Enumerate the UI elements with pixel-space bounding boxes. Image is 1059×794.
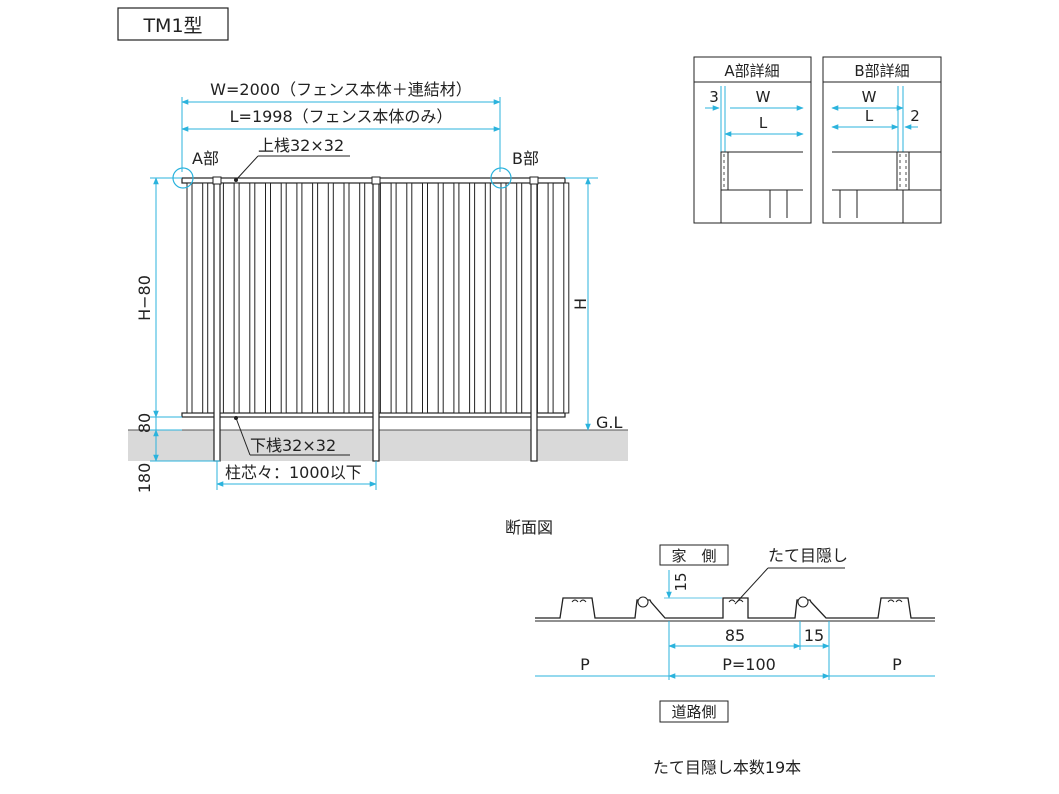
bottom-rail-callout: 下桟32×32 bbox=[234, 416, 350, 456]
top-rail-callout: 上桟32×32 bbox=[234, 136, 350, 182]
ground-level-label: G.L bbox=[596, 413, 622, 432]
louver-bar bbox=[390, 182, 397, 414]
louver-bar bbox=[453, 182, 460, 414]
section-title: 断面図 bbox=[505, 518, 553, 537]
gap-label: 80 bbox=[135, 413, 154, 433]
house-side-label: 家 側 bbox=[671, 547, 716, 565]
louver-bar bbox=[500, 182, 507, 414]
louver-bar bbox=[249, 182, 256, 414]
height-dimension: H G.L bbox=[565, 177, 622, 432]
detail-b-gap: 2 bbox=[910, 107, 920, 125]
louver-bar bbox=[516, 182, 523, 414]
detail-b-title: B部詳細 bbox=[854, 62, 909, 80]
pitch-center: P=100 bbox=[722, 655, 776, 674]
bottom-rail-label: 下桟32×32 bbox=[250, 436, 336, 455]
detail-b-panel: B部詳細 W L 2 bbox=[822, 56, 942, 224]
post-pitch-dimension: 柱芯々：1000以下 bbox=[216, 461, 377, 490]
louver-bar bbox=[469, 182, 476, 414]
top-rail-label: 上桟32×32 bbox=[258, 136, 344, 155]
embed-label: 180 bbox=[135, 463, 154, 494]
louver-bar bbox=[343, 182, 350, 414]
louver-bar bbox=[563, 182, 570, 414]
detail-b-marker-label: B部 bbox=[512, 149, 539, 168]
louver-bar bbox=[484, 182, 491, 414]
louver-bars bbox=[186, 182, 570, 414]
width-dimension: W=2000（フェンス本体＋連結材） bbox=[181, 80, 501, 172]
height-minus-label: H−80 bbox=[135, 275, 154, 321]
post-3 bbox=[530, 177, 538, 462]
louver-bar bbox=[359, 182, 366, 414]
detail-a-title: A部詳細 bbox=[724, 62, 779, 80]
title-box: TM1型 bbox=[117, 7, 229, 41]
left-dimensions: H−80 80 180 bbox=[135, 177, 220, 494]
pitch-left: P bbox=[580, 655, 590, 674]
louver-bar bbox=[312, 182, 319, 414]
post-pitch-label: 柱芯々：1000以下 bbox=[225, 463, 362, 482]
pitch-right: P bbox=[892, 655, 902, 674]
louver-bar bbox=[296, 182, 303, 414]
width-label: W=2000（フェンス本体＋連結材） bbox=[210, 80, 472, 99]
fence-elevation bbox=[181, 176, 570, 462]
louver-bar bbox=[422, 182, 428, 414]
detail-a-l: L bbox=[759, 114, 768, 132]
post-2 bbox=[372, 177, 380, 462]
louver-bar bbox=[233, 182, 240, 414]
length-dimension: L=1998（フェンス本体のみ） bbox=[181, 107, 501, 132]
louver-bar bbox=[265, 182, 271, 414]
louver-bar bbox=[202, 182, 209, 414]
length-label: L=1998（フェンス本体のみ） bbox=[230, 107, 453, 126]
height-label: H bbox=[571, 298, 590, 310]
post-1 bbox=[213, 177, 221, 462]
louver-bar bbox=[547, 182, 554, 414]
louver-bar bbox=[437, 182, 444, 414]
louver-bar bbox=[406, 182, 413, 414]
louver-bar bbox=[186, 182, 193, 414]
detail-a-panel: A部詳細 3 W L bbox=[693, 56, 812, 224]
detail-a-marker-label: A部 bbox=[192, 149, 219, 168]
section-width-85: 85 bbox=[725, 626, 745, 645]
detail-b-l: L bbox=[865, 107, 874, 125]
louver-bar bbox=[280, 182, 287, 414]
road-side-label: 道路側 bbox=[671, 703, 716, 721]
detail-b-marker: B部 bbox=[490, 149, 539, 189]
section-height-dim: 15 bbox=[672, 572, 690, 591]
section-gap-15: 15 bbox=[804, 626, 824, 645]
louver-count-note: たて目隠し本数19本 bbox=[653, 758, 801, 777]
detail-a-w: W bbox=[756, 88, 771, 106]
detail-b-w: W bbox=[862, 88, 877, 106]
louver-label: たて目隠し bbox=[768, 546, 848, 565]
detail-a-gap: 3 bbox=[709, 88, 719, 106]
page-title: TM1型 bbox=[142, 15, 202, 37]
louver-bar bbox=[327, 182, 334, 414]
section-drawing: 断面図 家 側 たて目隠し 15 85 15 P P=100 P bbox=[505, 518, 935, 777]
